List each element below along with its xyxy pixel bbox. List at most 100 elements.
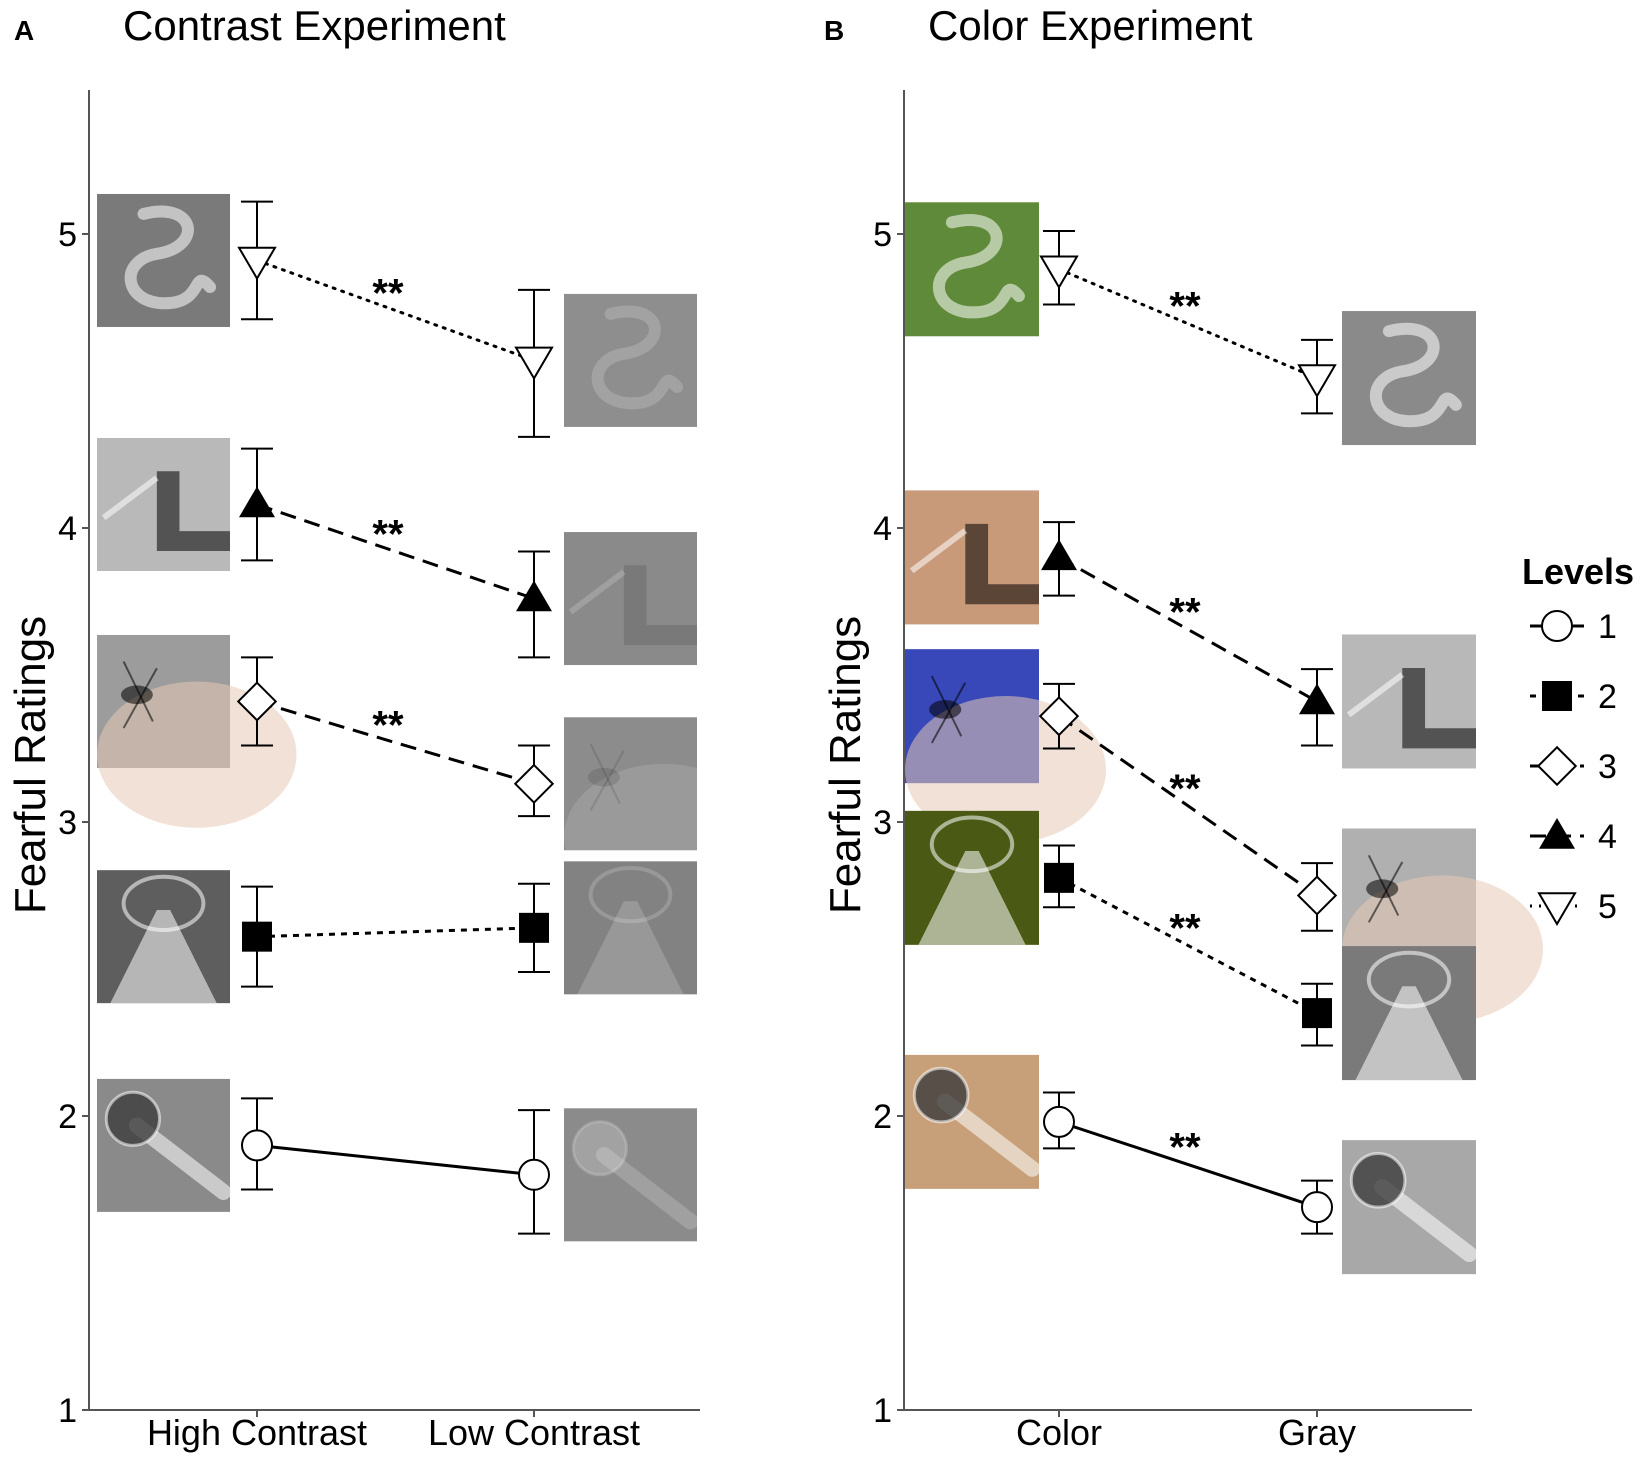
y-tick-label: 2 bbox=[873, 1098, 892, 1136]
panel-a-series: ****** bbox=[236, 200, 555, 1235]
legend-label: 2 bbox=[1598, 678, 1617, 716]
legend-label: 1 bbox=[1598, 608, 1617, 646]
significance-label: ** bbox=[372, 271, 404, 315]
data-point bbox=[242, 921, 272, 952]
significance-label: ** bbox=[1169, 285, 1201, 329]
data-point bbox=[513, 763, 555, 804]
thumbnail-image bbox=[97, 437, 230, 571]
panel-a-title: Contrast Experiment bbox=[123, 2, 506, 49]
panel-a: A Contrast Experiment Fearful Ratings 1 2… bbox=[6, 2, 764, 1453]
panel-b: B Color Experiment Fearful Ratings 1 2 3 4 5… bbox=[821, 2, 1543, 1453]
y-tick-label: 3 bbox=[58, 804, 77, 842]
thumbnail-image bbox=[564, 1108, 699, 1242]
panel-a-thumbnails bbox=[97, 193, 764, 1242]
legend-item-4: 4 bbox=[1530, 818, 1617, 856]
data-point bbox=[1038, 695, 1080, 737]
series-line bbox=[1057, 267, 1319, 380]
thumbnail-image bbox=[97, 634, 297, 828]
legend-marker bbox=[1536, 745, 1578, 787]
thumbnail-image bbox=[97, 870, 230, 1004]
data-point bbox=[1041, 539, 1077, 571]
y-tick-label: 5 bbox=[873, 216, 892, 254]
thumbnail-image bbox=[97, 193, 230, 327]
thumbnail-image bbox=[905, 1054, 1041, 1189]
data-point bbox=[1302, 998, 1332, 1029]
y-tick-label: 3 bbox=[873, 804, 892, 842]
data-point bbox=[239, 486, 275, 518]
significance-label: ** bbox=[1169, 767, 1201, 811]
thumbnail-image bbox=[97, 1078, 232, 1212]
data-point bbox=[1039, 255, 1079, 290]
series-line bbox=[256, 1143, 535, 1177]
series-1 bbox=[241, 1097, 550, 1235]
data-point bbox=[1297, 364, 1337, 399]
thumbnail-image bbox=[564, 532, 697, 666]
data-point bbox=[1044, 862, 1074, 893]
legend-label: 3 bbox=[1598, 748, 1617, 786]
series-4: ** bbox=[239, 447, 552, 659]
legend-label: 4 bbox=[1598, 818, 1617, 856]
thumbnail-image bbox=[1342, 311, 1476, 446]
x-tick-label: Gray bbox=[1278, 1412, 1356, 1453]
series-2 bbox=[241, 882, 550, 988]
thumbnail-image bbox=[905, 810, 1039, 945]
series-2: ** bbox=[1043, 844, 1333, 1047]
series-1: ** bbox=[1043, 1091, 1333, 1235]
y-tick-label: 5 bbox=[58, 216, 77, 254]
legend-marker bbox=[1537, 892, 1577, 926]
data-point bbox=[1296, 875, 1338, 916]
data-point bbox=[1299, 683, 1335, 715]
significance-label: ** bbox=[372, 513, 404, 557]
panel-b-letter: B bbox=[824, 15, 844, 46]
series-5: ** bbox=[237, 200, 554, 438]
x-tick-label: High Contrast bbox=[147, 1412, 367, 1453]
panel-b-series: ** ** ** ** ** bbox=[1038, 230, 1338, 1235]
legend-marker bbox=[1542, 681, 1572, 711]
panel-b-thumbnails bbox=[905, 202, 1543, 1275]
panel-a-letter: A bbox=[14, 15, 34, 46]
data-point bbox=[516, 580, 552, 612]
thumbnail-image bbox=[564, 861, 697, 995]
y-tick-label: 1 bbox=[873, 1392, 892, 1430]
series-5: ** bbox=[1039, 230, 1337, 415]
significance-label: ** bbox=[1169, 590, 1201, 634]
data-point bbox=[236, 681, 278, 722]
data-point bbox=[514, 346, 554, 381]
x-tick-label: Color bbox=[1016, 1412, 1102, 1453]
panel-b-title: Color Experiment bbox=[928, 2, 1253, 49]
data-point bbox=[518, 1158, 550, 1191]
thumbnail-image bbox=[1342, 946, 1476, 1081]
data-point bbox=[519, 912, 549, 943]
legend-label: 5 bbox=[1598, 888, 1617, 926]
x-tick-label: Low Contrast bbox=[428, 1412, 640, 1453]
legend-item-5: 5 bbox=[1530, 888, 1617, 926]
thumbnail-image bbox=[1342, 828, 1543, 1023]
significance-label: ** bbox=[1169, 906, 1201, 950]
series-line bbox=[1058, 714, 1318, 897]
y-tick-label: 4 bbox=[58, 510, 77, 548]
series-line bbox=[256, 926, 535, 939]
panel-a-y-axis-label: Fearful Ratings bbox=[6, 616, 55, 914]
series-line bbox=[1058, 876, 1318, 1015]
series-line bbox=[256, 700, 535, 786]
data-point bbox=[1043, 1105, 1075, 1138]
y-tick-label: 1 bbox=[58, 1392, 77, 1430]
legend-item-1: 1 bbox=[1530, 608, 1617, 646]
legend-marker bbox=[1539, 818, 1575, 849]
legend-item-3: 3 bbox=[1530, 745, 1617, 787]
legend-items: 1 2 3 4 5 bbox=[1530, 608, 1617, 926]
thumbnail-image bbox=[564, 293, 697, 427]
panel-b-y-axis-label: Fearful Ratings bbox=[821, 616, 870, 914]
series-4: ** bbox=[1041, 521, 1335, 747]
y-tick-label: 2 bbox=[58, 1098, 77, 1136]
significance-label: ** bbox=[1169, 1126, 1201, 1170]
thumbnail-image bbox=[1342, 1140, 1478, 1275]
thumbnail-image bbox=[905, 202, 1039, 337]
y-tick-label: 4 bbox=[873, 510, 892, 548]
data-point bbox=[237, 246, 277, 281]
series-line bbox=[1058, 1120, 1318, 1209]
